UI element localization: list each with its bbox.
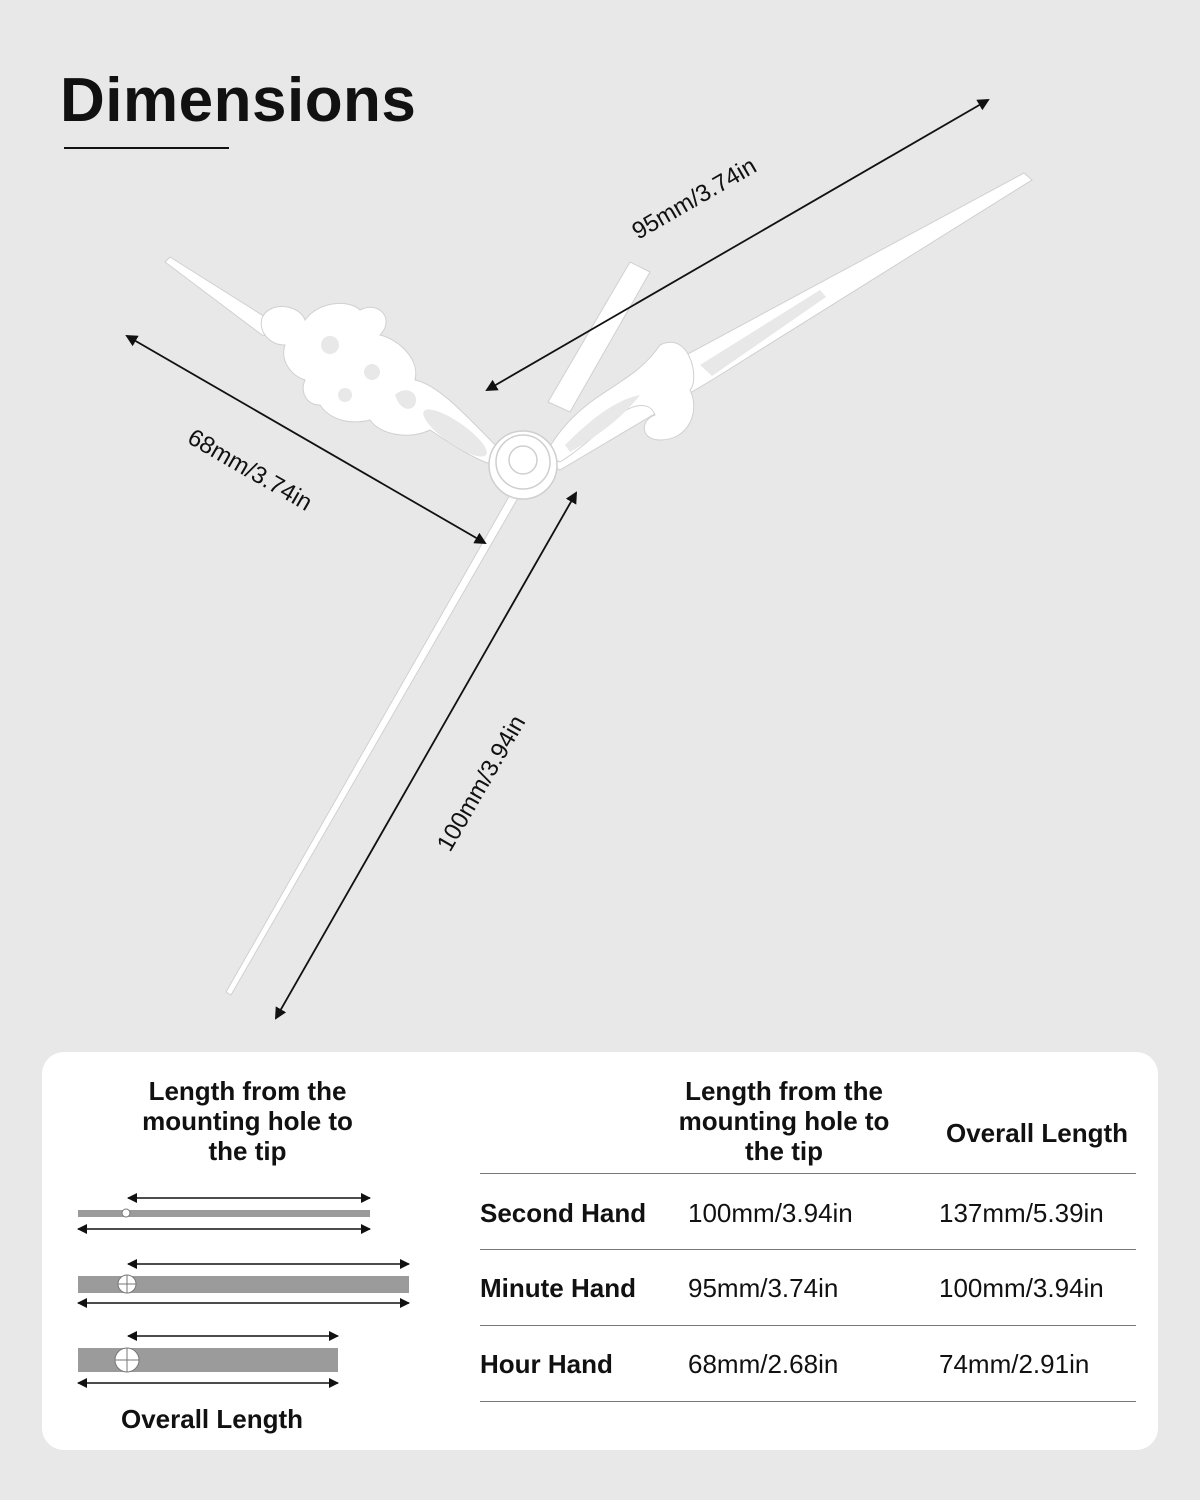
column-header-overall: Overall Length — [945, 1118, 1129, 1148]
second-dimension-arrow — [275, 491, 577, 1020]
clock-hands-drawing: 95mm/3.74in 68mm/3.74in 100mm/3.94in — [125, 98, 1033, 1020]
page-title: Dimensions — [60, 66, 417, 135]
minute-dimension-arrow — [485, 98, 990, 392]
row-value-overall: 100mm/3.94in — [939, 1273, 1104, 1303]
minute-dimension-label: 95mm/3.74in — [628, 152, 762, 245]
title-underline — [64, 147, 229, 149]
second-dimension-label: 100mm/3.94in — [432, 711, 531, 856]
row-name-hour-hand: Hour Hand — [480, 1349, 613, 1379]
legend-second-hand — [77, 1193, 371, 1234]
table-divider — [480, 1249, 1136, 1250]
row-value-from-hole: 100mm/3.94in — [688, 1198, 853, 1228]
row-name-second-hand: Second Hand — [480, 1198, 647, 1228]
legend-diagram — [77, 1193, 410, 1388]
row-value-overall: 137mm/5.39in — [939, 1198, 1104, 1228]
table-divider — [480, 1325, 1136, 1326]
column-header-from-hole: Length from the mounting hole to the tip — [678, 1076, 890, 1166]
legend-top-label: Length from the mounting hole to the tip — [142, 1076, 353, 1166]
legend-hour-hand — [77, 1331, 339, 1388]
legend-minute-hand — [77, 1259, 410, 1308]
row-value-from-hole: 95mm/3.74in — [688, 1273, 839, 1303]
second-hand — [225, 492, 519, 996]
row-name-minute-hand: Minute Hand — [480, 1273, 636, 1303]
hour-dimension-label: 68mm/3.74in — [183, 424, 317, 517]
legend-bottom-label: Overall Length — [120, 1404, 304, 1434]
row-value-from-hole: 68mm/2.68in — [688, 1349, 839, 1379]
specification-card: Length from the mounting hole to the tip — [42, 1052, 1158, 1450]
table-divider — [480, 1173, 1136, 1174]
table-divider — [480, 1401, 1136, 1402]
hand-hub — [488, 430, 558, 500]
row-value-overall: 74mm/2.91in — [939, 1349, 1090, 1379]
